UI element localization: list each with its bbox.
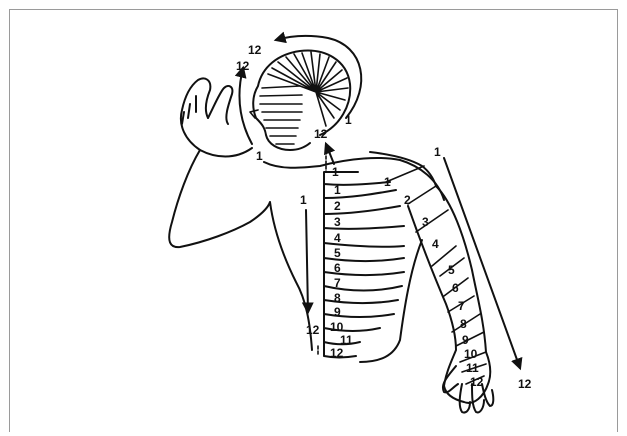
- label-spine-top: 12: [314, 127, 328, 141]
- arm-band-label: 2: [404, 193, 411, 207]
- arm-band-label: 8: [460, 317, 467, 331]
- head: [250, 51, 350, 150]
- arm-band-label: 7: [458, 299, 465, 313]
- trunk-band-label: 9: [334, 305, 341, 319]
- label-arm-bottom: 12: [518, 377, 532, 391]
- trunk-band-label: 5: [334, 246, 341, 260]
- arm-band-label: 9: [462, 333, 469, 347]
- arm-band-label: 11: [466, 361, 479, 375]
- trunk-band-label: 4: [334, 231, 341, 245]
- label-head-side: 12: [236, 59, 250, 73]
- arm-band-label: 10: [464, 347, 478, 361]
- label-back-bottom: 12: [306, 323, 320, 337]
- arm-band-label: 12: [470, 375, 484, 389]
- arm-band-label: 6: [452, 281, 459, 295]
- label-head-top: 12: [248, 43, 262, 57]
- label-arm-top: 1: [434, 145, 441, 159]
- label-neck: 1: [332, 165, 339, 179]
- label-head-right: 1: [345, 113, 352, 127]
- trunk-band-label: 7: [334, 276, 341, 290]
- label-face-bottom: 1: [256, 149, 263, 163]
- spine-up-arrow: [326, 144, 334, 164]
- face-arc-arrow: [240, 68, 252, 144]
- label-shoulder: 1: [384, 175, 391, 189]
- trunk-band-label: 8: [334, 291, 341, 305]
- label-back-top: 1: [300, 193, 307, 207]
- trunk-band-label: 6: [334, 261, 341, 275]
- arm-band-labels: 2 3 4 5 6 7 8 9 10 11 12: [404, 193, 484, 389]
- trunk-band-label: 11: [340, 333, 353, 347]
- arm-band-label: 3: [422, 215, 429, 229]
- trunk-band-label: 1: [334, 183, 341, 197]
- trunk-band-label: 10: [330, 320, 344, 334]
- trunk-band-labels: 1 2 3 4 5 6 7 8 9 10 11 12: [330, 183, 353, 360]
- arm-band-label: 4: [432, 237, 439, 251]
- back-down-arrow: [306, 210, 308, 312]
- trunk-band-label: 12: [330, 346, 344, 360]
- trunk-band-label: 3: [334, 215, 341, 229]
- arm-band-label: 5: [448, 263, 455, 277]
- trunk-band-label: 2: [334, 199, 341, 213]
